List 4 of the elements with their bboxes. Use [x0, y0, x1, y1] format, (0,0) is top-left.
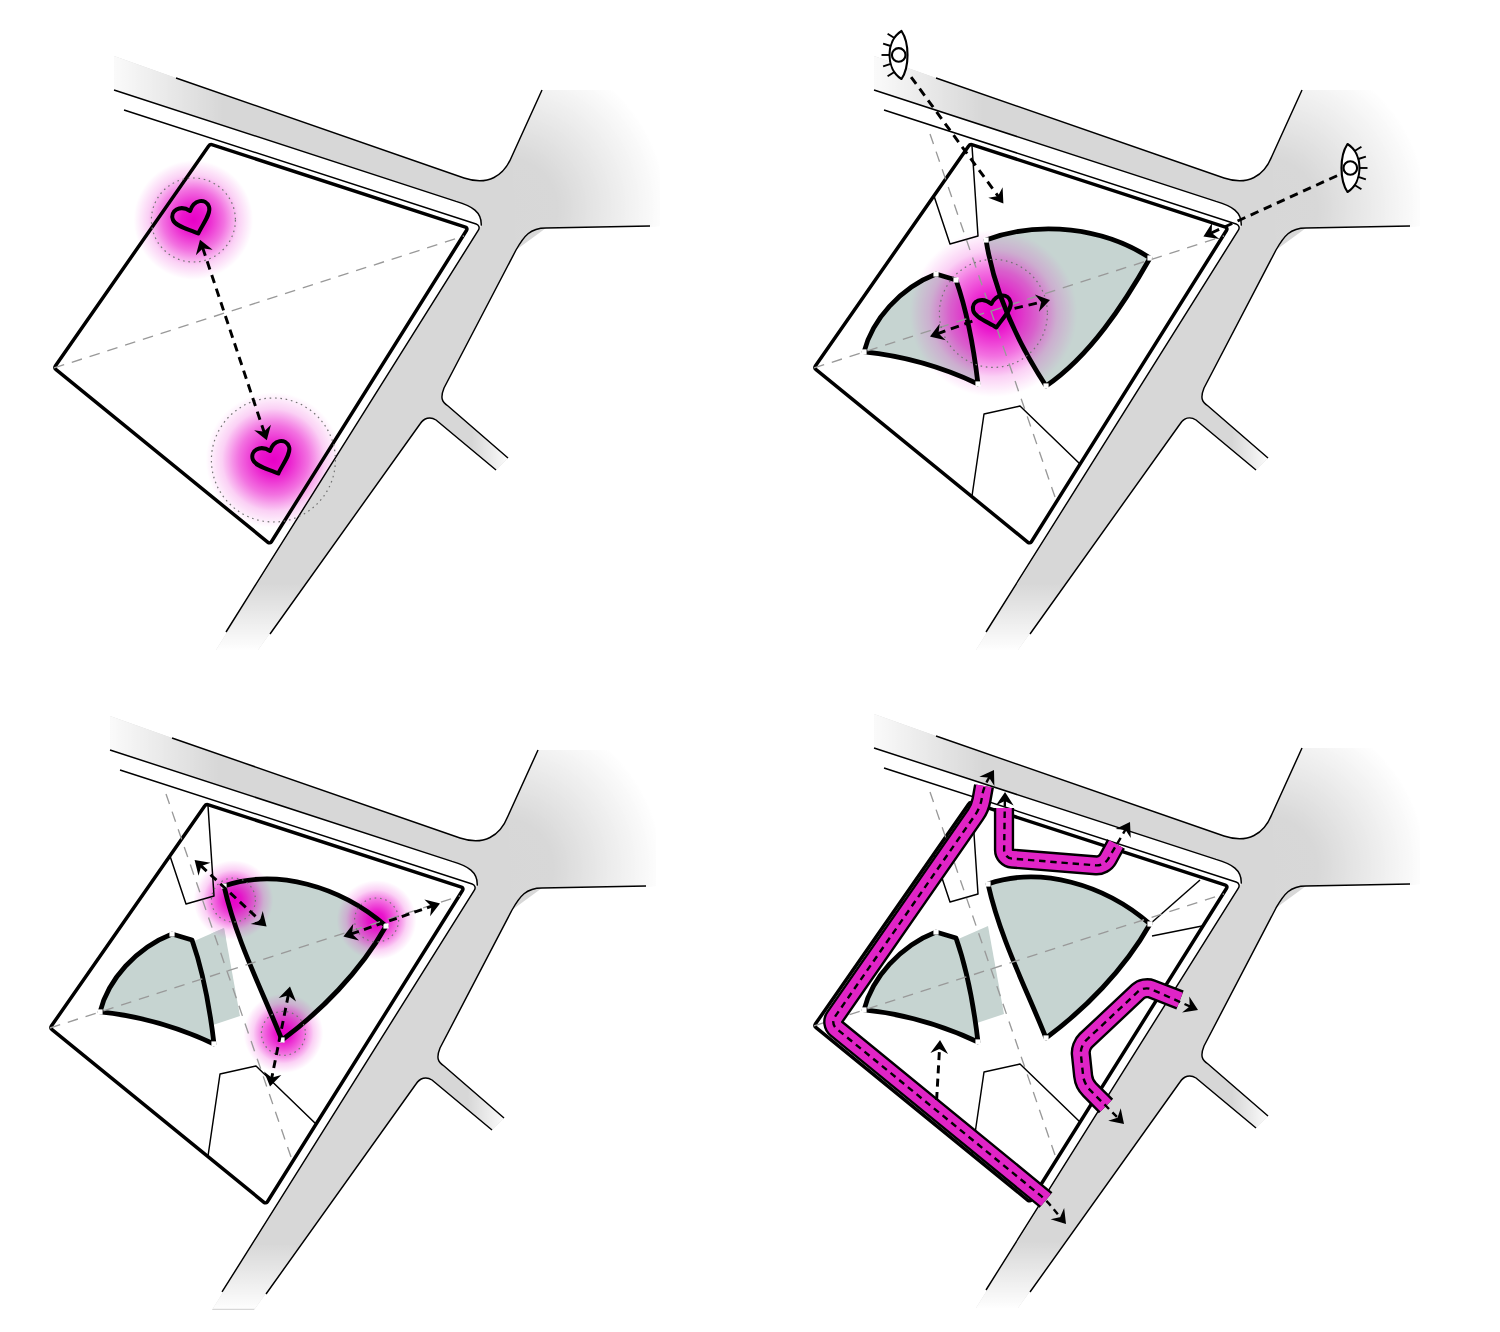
eye-icon: [1340, 142, 1369, 194]
heart-icon: [250, 438, 292, 476]
heart-icon: [170, 198, 212, 236]
eye-icon: [880, 29, 909, 81]
